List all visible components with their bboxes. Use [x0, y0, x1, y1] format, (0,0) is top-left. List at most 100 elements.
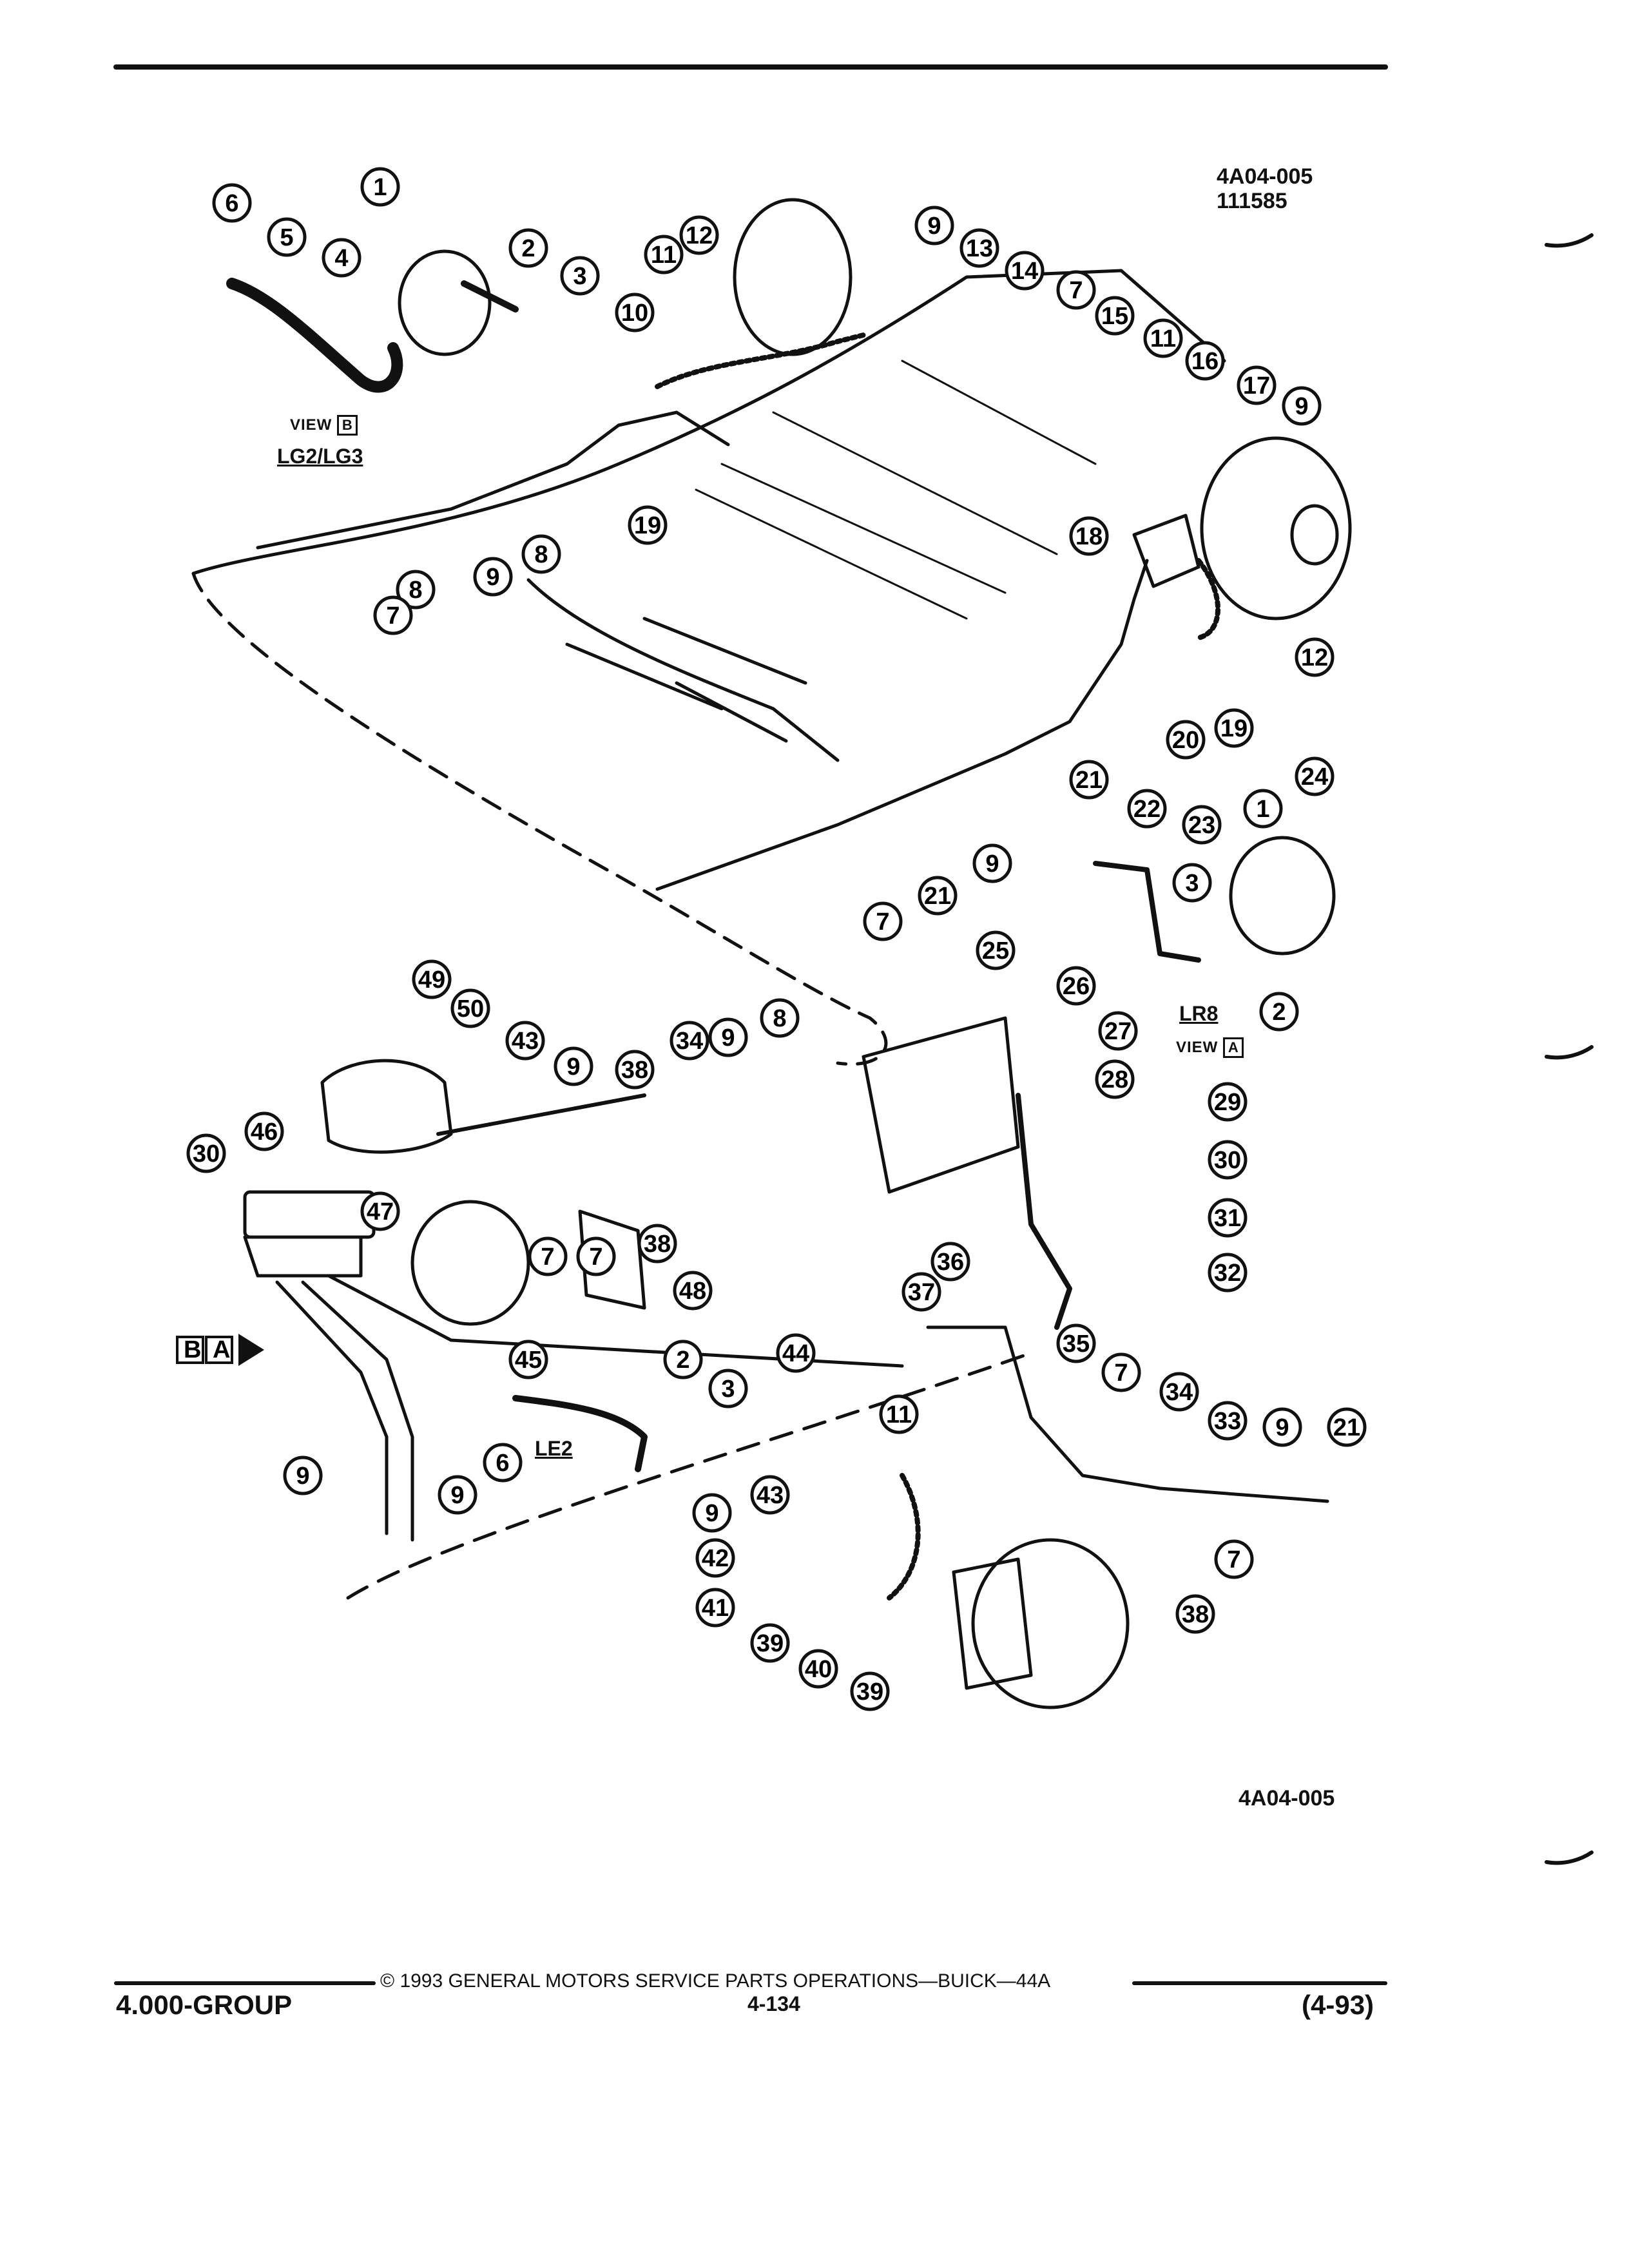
- callout-17: 17: [1237, 365, 1277, 405]
- callout-30: 30: [1208, 1140, 1248, 1180]
- callout-20: 20: [1166, 720, 1206, 760]
- callout-number: 15: [1101, 303, 1128, 330]
- callout-number: 6: [225, 190, 238, 217]
- brake-pedal-arm: [1016, 1093, 1072, 1330]
- callout-circle: [1095, 1059, 1135, 1099]
- le2-label: LE2: [535, 1437, 573, 1460]
- callout-number: 39: [757, 1630, 784, 1657]
- callout-number: 21: [1075, 767, 1103, 794]
- callout-12: 12: [1295, 637, 1335, 677]
- callout-circle: [473, 557, 513, 597]
- callout-circle: [1056, 966, 1096, 1006]
- callout-11: 11: [879, 1394, 919, 1434]
- callout-number: 9: [566, 1053, 580, 1081]
- callout-number: 9: [721, 1024, 735, 1052]
- callout-circle: [776, 1333, 816, 1373]
- callout-number: 30: [1214, 1147, 1241, 1174]
- front-flex-hose-lower: [887, 1473, 921, 1600]
- callout-number: 24: [1301, 764, 1328, 791]
- callout-11: 11: [1143, 318, 1183, 358]
- callout-number: 10: [621, 300, 648, 327]
- callout-circle: [1259, 992, 1299, 1032]
- callout-9: 9: [554, 1046, 593, 1086]
- view-arrow-indicator: B A: [176, 1334, 264, 1366]
- callout-number: 1: [1256, 796, 1269, 823]
- callout-circle: [1214, 1539, 1254, 1579]
- callout-number: 39: [856, 1678, 883, 1706]
- callout-2: 2: [1259, 992, 1299, 1032]
- callout-number: 38: [621, 1057, 648, 1084]
- body-outline-lower-dash: [346, 1351, 1033, 1600]
- callout-7: 7: [863, 901, 903, 941]
- view-a-letter: A: [1223, 1037, 1244, 1058]
- callout-8: 8: [521, 534, 561, 574]
- vacuum-hose-view-b: [226, 278, 403, 393]
- arrow-b-letter: B: [184, 1336, 201, 1363]
- callout-2: 2: [663, 1340, 703, 1379]
- callout-11: 11: [644, 235, 684, 274]
- callout-circle: [1243, 789, 1283, 829]
- callout-number: 2: [676, 1347, 689, 1374]
- callout-46: 46: [244, 1111, 284, 1151]
- callout-number: 16: [1191, 348, 1219, 375]
- callout-21: 21: [1069, 760, 1109, 800]
- callout-number: 9: [705, 1500, 718, 1527]
- callout-number: 36: [937, 1249, 964, 1276]
- callout-number: 21: [924, 883, 951, 910]
- edge-mark-1: [1545, 233, 1594, 248]
- callout-circle: [1282, 386, 1322, 426]
- callout-circle: [1069, 760, 1109, 800]
- callout-circle: [212, 183, 252, 223]
- floor-tunnel: [695, 360, 1097, 620]
- callout-number: 9: [296, 1463, 309, 1490]
- callout-circle: [1166, 720, 1206, 760]
- callout-28: 28: [1095, 1059, 1135, 1099]
- callout-number: 6: [496, 1450, 509, 1477]
- callout-circle: [267, 217, 307, 257]
- callout-circle: [918, 876, 958, 916]
- callout-21: 21: [918, 876, 958, 916]
- callout-circle: [708, 1017, 748, 1057]
- callout-number: 7: [1227, 1546, 1240, 1573]
- callout-34: 34: [1159, 1372, 1199, 1412]
- callout-9: 9: [914, 206, 954, 245]
- callout-number: 3: [721, 1376, 735, 1403]
- callout-15: 15: [1095, 296, 1135, 336]
- callout-number: 3: [1185, 870, 1199, 897]
- callout-circle: [373, 595, 413, 635]
- callout-6: 6: [483, 1443, 523, 1483]
- callout-circle: [396, 570, 436, 610]
- figure-code-1: 4A04-005: [1217, 164, 1313, 189]
- booster-lower: [410, 1200, 530, 1326]
- callout-9: 9: [708, 1017, 748, 1057]
- callout-number: 7: [541, 1244, 554, 1271]
- callout-number: 25: [982, 937, 1009, 965]
- callout-number: 9: [1275, 1414, 1289, 1441]
- callout-number: 34: [1166, 1379, 1193, 1406]
- callout-circle: [750, 1623, 790, 1663]
- callout-45: 45: [508, 1340, 548, 1379]
- callout-number: 45: [515, 1347, 542, 1374]
- callout-circle: [850, 1671, 890, 1711]
- footer-date: (4-93): [1302, 1990, 1374, 2020]
- callout-number: 40: [805, 1656, 832, 1683]
- callout-number: 9: [985, 850, 999, 878]
- booster-view-b: [398, 249, 492, 356]
- footer-group: 4.000-GROUP: [116, 1990, 293, 2020]
- callout-circle: [901, 1272, 941, 1312]
- flex-hose-right: [1196, 558, 1220, 640]
- callout-48: 48: [673, 1271, 713, 1311]
- callout-number: 8: [773, 1005, 786, 1032]
- view-a-word: VIEW: [1176, 1039, 1219, 1056]
- callout-circle: [554, 1046, 593, 1086]
- callout-49: 49: [412, 959, 452, 999]
- callout-circle: [628, 505, 668, 545]
- callout-number: 47: [367, 1198, 394, 1225]
- callout-number: 14: [1011, 258, 1038, 285]
- callout-circle: [1262, 1407, 1302, 1447]
- callout-36: 36: [930, 1242, 970, 1282]
- callout-number: 28: [1101, 1066, 1128, 1093]
- callout-number: 17: [1243, 372, 1270, 399]
